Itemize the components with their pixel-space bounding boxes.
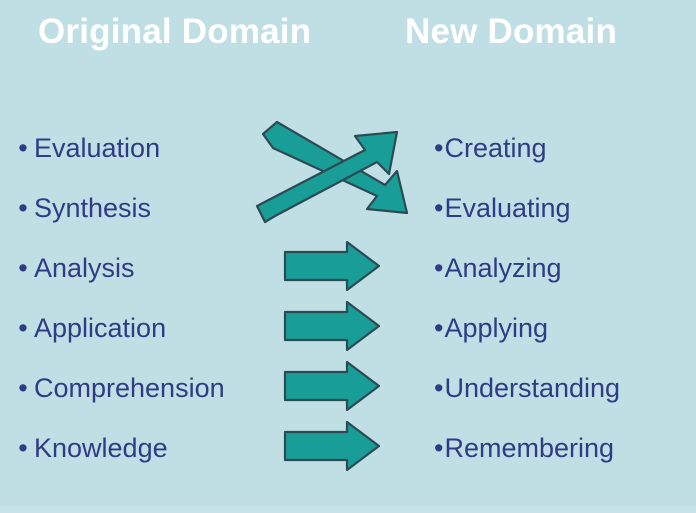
list-item-label: Analyzing: [444, 253, 562, 283]
bullet-icon: •: [434, 192, 444, 223]
list-item: • Analysis: [12, 238, 262, 298]
list-item-label: Understanding: [444, 373, 621, 403]
crossed-arrow-up-icon: [255, 130, 399, 224]
list-item: • Remembering: [434, 418, 696, 478]
list-item: • Analyzing: [434, 238, 696, 298]
list-item-label: Evaluating: [444, 193, 571, 223]
bottom-edge-strip: [0, 506, 696, 513]
list-item-label: Synthesis: [34, 193, 152, 223]
original-domain-list: • Evaluation • Synthesis • Analysis • Ap…: [12, 118, 262, 478]
arrow-right-icon: [283, 420, 381, 472]
list-item: • Applying: [434, 298, 696, 358]
list-item: • Evaluation: [12, 118, 262, 178]
arrow-right-icon: [283, 240, 381, 292]
list-item-label: Knowledge: [34, 433, 168, 463]
bullet-icon: •: [18, 432, 28, 463]
bullet-icon: •: [18, 312, 28, 343]
list-item-label: Application: [34, 313, 167, 343]
list-item-label: Comprehension: [34, 373, 225, 403]
list-item: • Knowledge: [12, 418, 262, 478]
list-item: • Understanding: [434, 358, 696, 418]
bullet-icon: •: [434, 132, 444, 163]
list-item-label: Creating: [444, 133, 547, 163]
list-item-label: Analysis: [34, 253, 135, 283]
bullet-icon: •: [434, 372, 444, 403]
arrow-group: [255, 110, 425, 480]
list-item: • Application: [12, 298, 262, 358]
list-item-label: Evaluation: [34, 133, 161, 163]
bullet-icon: •: [434, 312, 444, 343]
list-item: • Evaluating: [434, 178, 696, 238]
arrows-svg: [255, 120, 409, 472]
list-item: • Creating: [434, 118, 696, 178]
bullet-icon: •: [18, 132, 28, 163]
bullet-icon: •: [18, 192, 28, 223]
bullet-icon: •: [434, 432, 444, 463]
header-original-domain: Original Domain: [38, 12, 312, 51]
new-domain-list: • Creating • Evaluating • Analyzing • Ap…: [434, 118, 696, 478]
list-item: • Synthesis: [12, 178, 262, 238]
arrow-right-icon: [283, 360, 381, 412]
bullet-icon: •: [18, 372, 28, 403]
list-item-label: Remembering: [444, 433, 615, 463]
header-new-domain: New Domain: [405, 12, 618, 51]
bullet-icon: •: [18, 252, 28, 283]
list-item: • Comprehension: [12, 358, 262, 418]
list-item-label: Applying: [444, 313, 549, 343]
arrow-right-icon: [283, 300, 381, 352]
bullet-icon: •: [434, 252, 444, 283]
